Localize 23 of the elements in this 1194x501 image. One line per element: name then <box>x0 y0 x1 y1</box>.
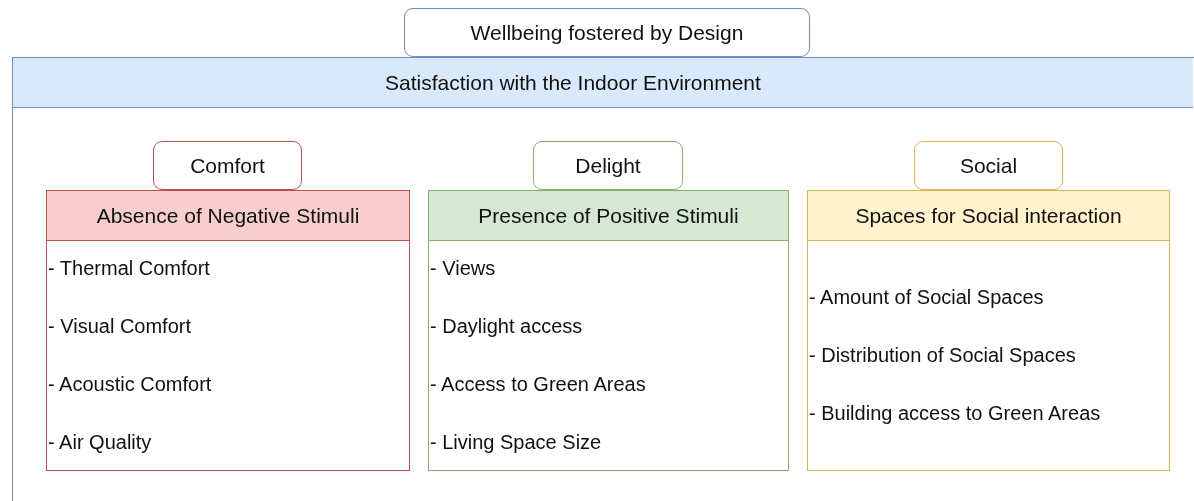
label-box: Comfort <box>153 141 302 190</box>
list-item: - Air Quality <box>47 430 152 455</box>
label-box: Social <box>914 141 1063 190</box>
category-panel <box>428 190 789 471</box>
panel-header: Absence of Negative Stimuli <box>47 191 409 241</box>
list-item: - Thermal Comfort <box>47 256 210 281</box>
list-item: - Visual Comfort <box>47 314 191 339</box>
panel-header: Satisfaction with the Indoor Environment <box>13 58 1193 108</box>
list-item: - Distribution of Social Spaces <box>808 343 1076 368</box>
list-item: - Access to Green Areas <box>429 372 646 397</box>
category-panel <box>807 190 1170 471</box>
list-item: - Daylight access <box>429 314 583 339</box>
list-item: - Amount of Social Spaces <box>808 285 1044 310</box>
list-item: - Views <box>429 256 496 281</box>
label-box: Wellbeing fostered by Design <box>404 8 810 57</box>
list-item: - Living Space Size <box>429 430 602 455</box>
category-panel <box>46 190 410 471</box>
container-panel <box>12 57 1194 501</box>
panel-header: Spaces for Social interaction <box>808 191 1169 241</box>
list-item: - Building access to Green Areas <box>808 401 1101 426</box>
panel-header: Presence of Positive Stimuli <box>429 191 788 241</box>
label-box: Delight <box>533 141 683 190</box>
list-item: - Acoustic Comfort <box>47 372 212 397</box>
